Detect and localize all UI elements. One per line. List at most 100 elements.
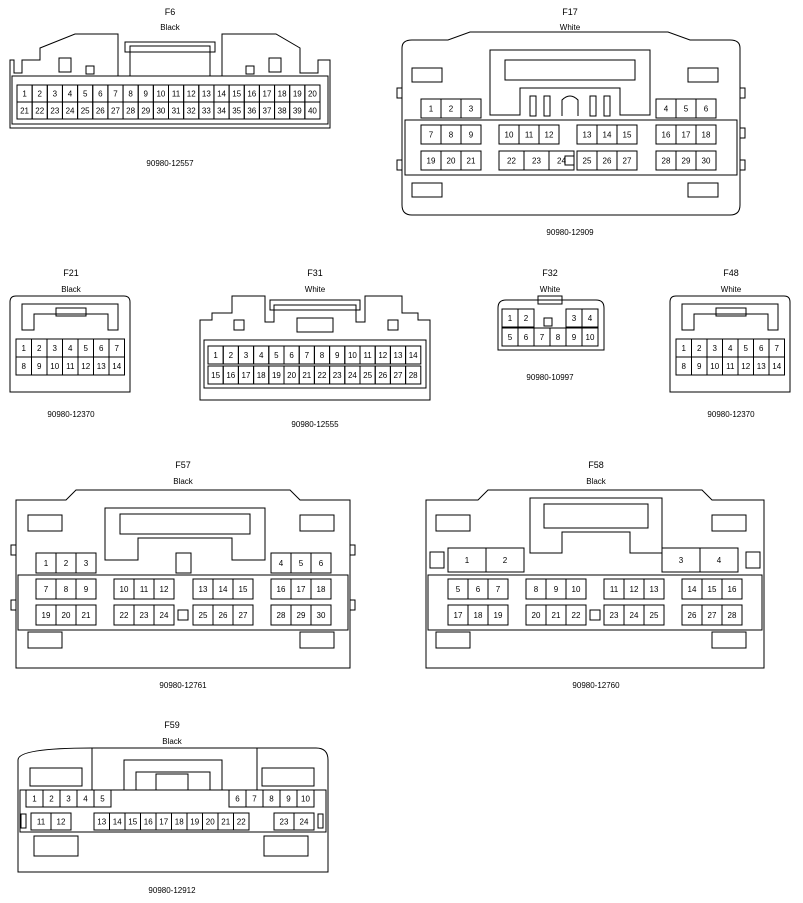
- pin-number: 25: [199, 611, 208, 620]
- pin-cell: [643, 604, 665, 626]
- housing-outline: [9, 33, 331, 129]
- pin-number: 39: [293, 107, 302, 116]
- pin-number: 23: [50, 107, 59, 116]
- pin-number: 4: [279, 559, 284, 568]
- pin-cell: [565, 578, 587, 600]
- pin-number: 7: [44, 585, 49, 594]
- connector-id: F48: [723, 268, 739, 278]
- pin-number: 1: [213, 351, 218, 360]
- pin-number: 11: [525, 131, 534, 140]
- pin-number: 2: [229, 351, 234, 360]
- pin-number: 22: [35, 107, 44, 116]
- connector-id: F31: [307, 268, 323, 278]
- pin-cell: [565, 604, 587, 626]
- part-number: 90980-12555: [291, 420, 339, 429]
- pin-number: 3: [53, 90, 58, 99]
- pin-number: 35: [232, 107, 241, 116]
- pin-cell: [310, 552, 332, 574]
- lock-tab: [711, 514, 747, 532]
- pin-cell: [405, 365, 422, 385]
- pin-number: 5: [684, 105, 689, 114]
- pin-number: 6: [289, 351, 294, 360]
- pin-number: 7: [115, 344, 120, 353]
- latch: [21, 303, 119, 331]
- pin-cell: [50, 812, 72, 831]
- key-mark: [564, 155, 575, 166]
- pin-number: 26: [603, 157, 612, 166]
- pin-number: 2: [37, 90, 42, 99]
- pin-number: 11: [140, 585, 149, 594]
- pin-cell: [695, 98, 717, 119]
- pin-frame: [404, 119, 738, 176]
- pin-number: 23: [610, 611, 619, 620]
- pin-number: 11: [610, 585, 619, 594]
- pin-number: 4: [588, 314, 593, 323]
- pin-number: 15: [211, 371, 220, 380]
- pin-number: 9: [469, 131, 474, 140]
- part-number: 90980-12370: [707, 410, 755, 419]
- pin-number: 21: [221, 818, 230, 827]
- pin-cell: [517, 308, 535, 328]
- pin-cell: [538, 124, 560, 145]
- pin-cell: [75, 578, 97, 600]
- pin-cell: [699, 547, 739, 573]
- key-slot: [245, 65, 255, 75]
- latch-window: [119, 513, 251, 535]
- pin-number: 5: [744, 344, 749, 353]
- pin-number: 2: [697, 344, 702, 353]
- pin-number: 16: [144, 818, 153, 827]
- pin-number: 14: [217, 90, 226, 99]
- pin-cell: [695, 124, 717, 145]
- pin-number: 17: [682, 131, 691, 140]
- pin-number: 3: [469, 105, 474, 114]
- housing-outline: [669, 295, 791, 393]
- housing-outline: [17, 747, 329, 873]
- pin-number: 16: [728, 585, 737, 594]
- pin-number: 11: [37, 818, 46, 827]
- pin-number: 22: [120, 611, 129, 620]
- pin-cell: [581, 327, 599, 347]
- pin-number: 17: [242, 371, 251, 380]
- key-slot: [603, 95, 611, 117]
- side-tab: [10, 544, 17, 556]
- lock-tab: [261, 767, 315, 787]
- pin-number: 22: [572, 611, 581, 620]
- pin-cell: [232, 578, 254, 600]
- pin-number: 4: [83, 795, 88, 804]
- pin-number: 2: [503, 556, 508, 565]
- pin-number: 18: [175, 818, 184, 827]
- part-number: 90980-12557: [146, 159, 194, 168]
- lock-tab: [411, 182, 443, 198]
- pin-number: 24: [348, 371, 357, 380]
- pin-number: 19: [494, 611, 503, 620]
- side-tab: [396, 87, 403, 99]
- pin-number: 25: [81, 107, 90, 116]
- latch: [537, 295, 563, 305]
- lock-tab: [435, 631, 471, 649]
- pin-number: 31: [172, 107, 181, 116]
- lock-tab: [27, 631, 63, 649]
- connector-id: F21: [63, 268, 79, 278]
- housing-outline: [15, 489, 351, 669]
- connector-id: F59: [164, 720, 180, 730]
- latch-window: [715, 307, 747, 317]
- pin-number: 10: [156, 90, 165, 99]
- pin-number: 15: [623, 131, 632, 140]
- connector-color: White: [560, 23, 581, 32]
- pin-number: 27: [394, 371, 403, 380]
- pin-number: 2: [64, 559, 69, 568]
- pin-number: 19: [190, 818, 199, 827]
- pin-number: 9: [335, 351, 340, 360]
- pin-number: 24: [66, 107, 75, 116]
- latch: [269, 299, 361, 311]
- pin-number: 3: [84, 559, 89, 568]
- pin-number: 32: [187, 107, 196, 116]
- pin-number: 15: [708, 585, 717, 594]
- pin-number: 13: [583, 131, 592, 140]
- pin-number: 2: [37, 344, 42, 353]
